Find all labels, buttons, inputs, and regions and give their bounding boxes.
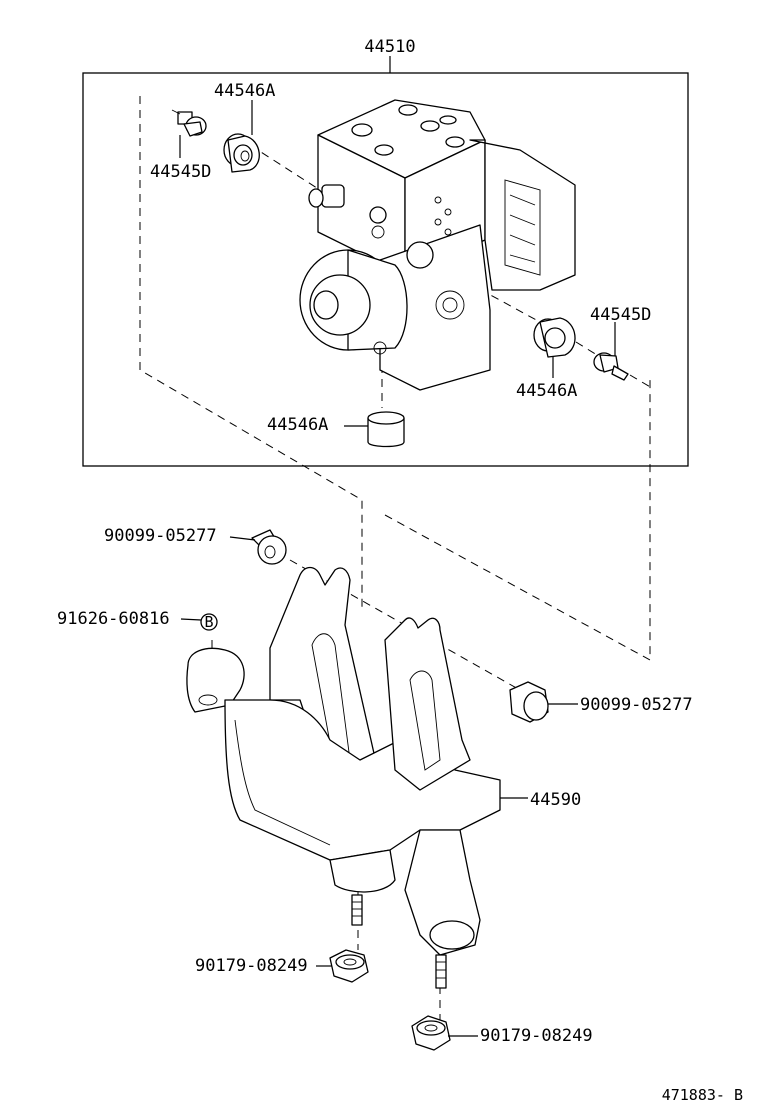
leader-bolt-b — [180, 618, 202, 621]
actuator-bracket — [186, 566, 501, 989]
bolt-top — [171, 109, 207, 137]
label-nut-right: 90179-08249 — [480, 1026, 593, 1046]
label-cushion-top: 44546A — [214, 81, 275, 101]
nut-right — [411, 1015, 451, 1051]
label-cushion-bottom: 44546A — [267, 415, 328, 435]
bolt-right — [593, 352, 629, 381]
actuator-assembly-frame — [82, 72, 689, 467]
nut-left — [329, 949, 369, 983]
bolt-right-bracket — [509, 681, 549, 723]
label-bolt-b: 91626-60816 — [57, 609, 170, 629]
leader-bolt-upper-left — [229, 536, 256, 541]
label-bolt-right-bracket: 90099-05277 — [580, 695, 693, 715]
mark-b-circle — [200, 613, 218, 631]
label-nut-left: 90179-08249 — [195, 956, 308, 976]
abs-actuator — [299, 99, 576, 391]
bolt-upper-left — [251, 529, 287, 565]
label-bolt-top: 44545D — [150, 162, 211, 182]
cushion-top — [223, 133, 260, 173]
label-bracket: 44590 — [530, 790, 581, 810]
label-bolt-upper-left: 90099-05277 — [104, 526, 217, 546]
label-bolt-right: 44545D — [590, 305, 651, 325]
cushion-right — [533, 317, 576, 358]
label-44510: 44510 — [364, 37, 415, 57]
cushion-bottom — [367, 411, 405, 448]
label-cushion-right: 44546A — [516, 381, 577, 401]
figure-code: 471883- B — [662, 1086, 743, 1104]
mark-b-letter: B — [204, 613, 213, 631]
